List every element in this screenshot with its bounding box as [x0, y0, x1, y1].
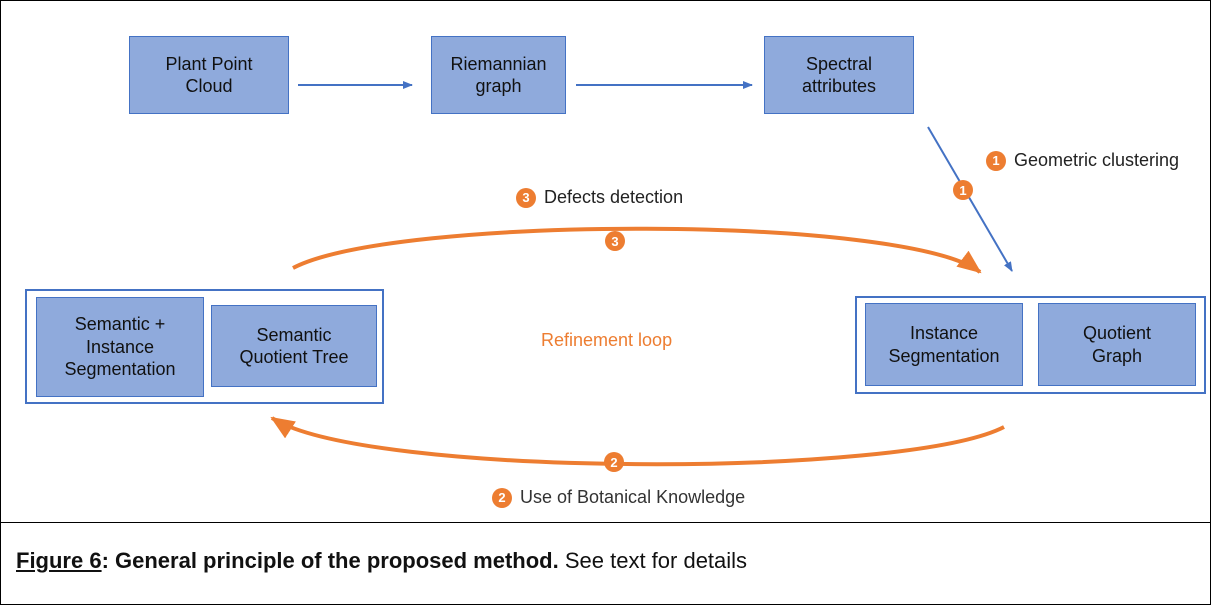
label-botanical-knowledge: 2 Use of Botanical Knowledge	[492, 487, 745, 508]
node-instance-segmentation: Instance Segmentation	[865, 303, 1023, 386]
label-geometric-clustering: 1 Geometric clustering	[986, 150, 1179, 171]
edge-geometric-clustering	[927, 126, 1013, 272]
step-2-badge-icon: 2	[492, 487, 512, 508]
node-semantic-instance-segmentation: Semantic + Instance Segmentation	[36, 297, 204, 397]
figure-title: : General principle of the proposed meth…	[101, 548, 559, 573]
edge-defects-detection	[292, 226, 982, 274]
figure-caption: Figure 6: General principle of the propo…	[16, 548, 747, 574]
geometric-clustering-text: Geometric clustering	[1014, 150, 1180, 170]
edge-badge-defects: 3	[605, 231, 625, 251]
node-semantic-quotient-tree: Semantic Quotient Tree	[211, 305, 377, 387]
svg-text:3: 3	[611, 234, 618, 249]
node-plant-point-cloud: Plant Point Cloud	[129, 36, 289, 114]
edge-badge-geometric: 1	[953, 180, 973, 200]
node-spectral-attributes: Spectral attributes	[764, 36, 914, 114]
edge-botanical-knowledge	[270, 416, 1005, 467]
label-defects-detection: 3 Defects detection	[516, 187, 683, 208]
svg-text:2: 2	[610, 455, 617, 470]
step-3-badge-icon: 3	[516, 187, 536, 208]
step-1-badge-icon: 1	[986, 150, 1006, 171]
edge-badge-botanical: 2	[604, 452, 624, 472]
group-instance-output	[855, 296, 1206, 394]
caption-divider	[0, 522, 1211, 523]
figure-caption-rest: See text for details	[558, 548, 748, 573]
defects-detection-text: Defects detection	[544, 187, 684, 207]
botanical-knowledge-text: Use of Botanical Knowledge	[520, 487, 746, 507]
label-refinement-loop: Refinement loop	[541, 330, 673, 350]
figure-number: Figure 6	[16, 548, 102, 573]
node-riemannian-graph: Riemannian graph	[431, 36, 566, 114]
svg-text:1: 1	[959, 183, 966, 198]
group-semantic-output	[25, 289, 384, 404]
node-quotient-graph: Quotient Graph	[1038, 303, 1196, 386]
